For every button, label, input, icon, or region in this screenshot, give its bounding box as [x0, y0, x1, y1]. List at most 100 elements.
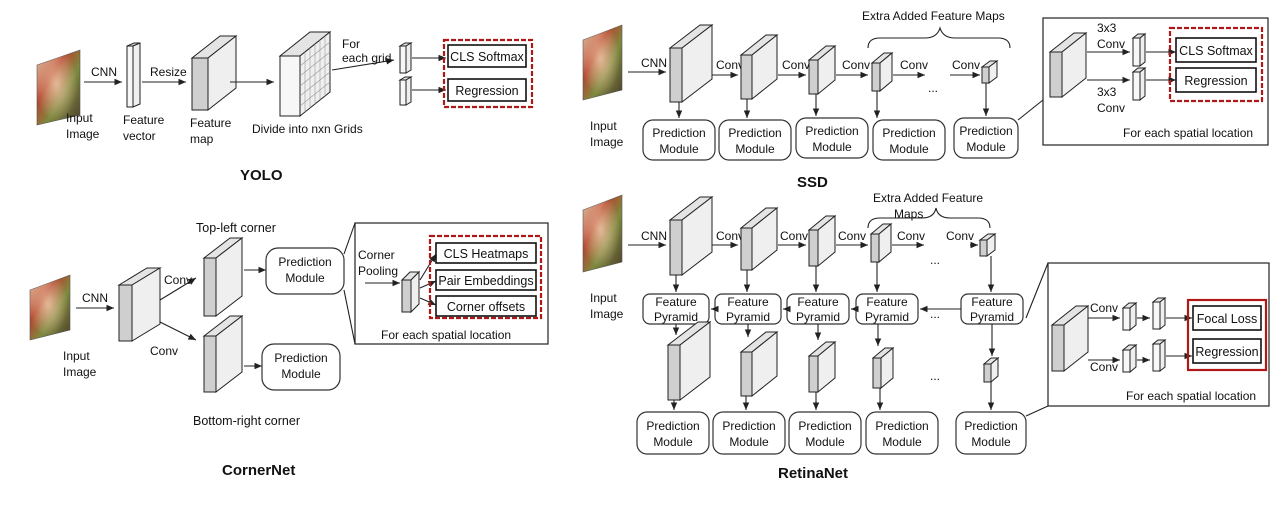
extra-maps-brace: [867, 207, 991, 229]
zoom-line: [1017, 99, 1044, 121]
input-image-label: Input: [590, 119, 617, 133]
resize-label: Resize: [150, 65, 187, 79]
feature-pyramid-label: Pyramid: [970, 310, 1014, 324]
feature-vector-label: Feature: [123, 113, 165, 127]
arrow: [419, 253, 437, 281]
for-each-grid-label: each grid: [342, 51, 391, 65]
regression-label: Regression: [1195, 345, 1258, 359]
retinanet-panel: Input Image CNN Conv Conv Conv: [582, 191, 1270, 482]
prediction-module-box: [953, 117, 1019, 159]
prediction-module-box: [642, 119, 716, 161]
yolo-panel: Input Image CNN Feature vector Resize Fe…: [36, 30, 534, 184]
zoom-line: [1025, 262, 1049, 319]
feature-block-2: [739, 33, 779, 101]
prediction-module-label: Prediction: [882, 126, 935, 140]
prediction-module-label: Module: [729, 435, 769, 449]
conv-label: Conv: [897, 229, 925, 243]
input-image-label: Input: [66, 111, 93, 125]
prediction-module-label: Prediction: [728, 126, 781, 140]
prediction-module-label: Prediction: [805, 124, 858, 138]
feature-block-5: [978, 233, 997, 257]
detail-head-top: [1131, 32, 1147, 68]
retinanet-title: RetinaNet: [778, 465, 848, 482]
pooled-block: [400, 270, 421, 314]
prediction-module-label: Module: [882, 435, 922, 449]
pyramid-map-2: [739, 330, 779, 398]
feature-pyramid-label: Feature: [797, 295, 839, 309]
top-left-block: [202, 236, 244, 318]
ssd-title: SSD: [797, 174, 828, 191]
prediction-module-label: Prediction: [274, 351, 327, 365]
regression-label: Regression: [1184, 74, 1247, 88]
input-image-label: Image: [590, 307, 624, 321]
conv-label: Conv: [900, 58, 928, 72]
output-highlight-box: [1186, 298, 1268, 372]
feature-block-4: [869, 222, 893, 264]
prediction-module-box: [955, 411, 1027, 455]
prediction-module-box: [865, 411, 939, 455]
prediction-module-label: Prediction: [964, 419, 1017, 433]
spatial-location-label: For each spatial location: [1126, 389, 1256, 403]
zoom-line: [1025, 405, 1049, 417]
detail-head-a1: [1121, 301, 1138, 332]
cls-heatmaps-box: [435, 242, 537, 264]
input-image-label: Image: [63, 365, 97, 379]
conv-label: Conv: [1090, 301, 1118, 315]
prediction-module-box: [712, 411, 786, 455]
feature-block-2: [739, 206, 779, 272]
head-block-bottom: [398, 76, 413, 106]
prediction-module-label: Module: [805, 435, 845, 449]
cls-softmax-box: [447, 44, 527, 68]
corner-offsets-box: [435, 295, 537, 317]
corner-pooling-label: Pooling: [358, 264, 398, 278]
detail-feature-block: [1048, 31, 1088, 99]
prediction-module-label: Prediction: [652, 126, 705, 140]
feature-pyramid-label: Feature: [655, 295, 697, 309]
prediction-module-box: [265, 247, 345, 295]
cls-softmax-label: CLS Softmax: [1179, 44, 1253, 58]
feature-block-1: [668, 23, 714, 104]
regression-label: Regression: [455, 84, 518, 98]
top-left-corner-label: Top-left corner: [196, 221, 276, 235]
prediction-module-label: Module: [889, 142, 929, 156]
detail-head-a2: [1151, 296, 1167, 331]
cnn-label: CNN: [641, 229, 667, 243]
pyramid-map-1: [666, 320, 712, 402]
input-image-label: Input: [63, 349, 90, 363]
extra-maps-brace: [867, 26, 1011, 49]
arrow: [419, 297, 437, 306]
bottom-right-block: [202, 314, 244, 394]
conv-label: Conv: [952, 58, 980, 72]
conv-label: Conv: [946, 229, 974, 243]
cls-softmax-box: [1175, 37, 1257, 63]
conv3x3-label: 3x3: [1097, 21, 1117, 35]
feature-pyramid-label: Pyramid: [865, 310, 909, 324]
prediction-module-label: Module: [971, 435, 1011, 449]
conv-label: Conv: [716, 58, 744, 72]
cnn-label: CNN: [641, 56, 667, 70]
extra-maps-label: Maps: [894, 207, 923, 221]
prediction-module-box: [261, 343, 341, 391]
feature-block-1: [668, 195, 714, 277]
prediction-module-box: [872, 119, 946, 161]
feature-pyramid-label: Pyramid: [654, 310, 698, 324]
prediction-module-label: Prediction: [875, 419, 928, 433]
conv3x3-label: Conv: [1097, 101, 1125, 115]
prediction-module-label: Module: [285, 271, 325, 285]
feature-map-block: [190, 34, 238, 112]
prediction-module-box: [718, 119, 792, 161]
conv-label: Conv: [150, 344, 178, 358]
conv-label: Conv: [782, 58, 810, 72]
conv3x3-label: 3x3: [1097, 85, 1117, 99]
prediction-module-label: Module: [281, 367, 321, 381]
prediction-module-label: Prediction: [959, 124, 1012, 138]
regression-box: [1175, 67, 1257, 93]
conv-label: Conv: [838, 229, 866, 243]
ssd-panel: Input Image CNN Conv Conv Conv: [582, 9, 1269, 191]
feature-pyramid-label: Feature: [866, 295, 908, 309]
prediction-module-label: Module: [966, 140, 1006, 154]
prediction-module-box: [788, 411, 862, 455]
input-image-label: Input: [590, 291, 617, 305]
pyramid-map-3: [807, 340, 837, 394]
